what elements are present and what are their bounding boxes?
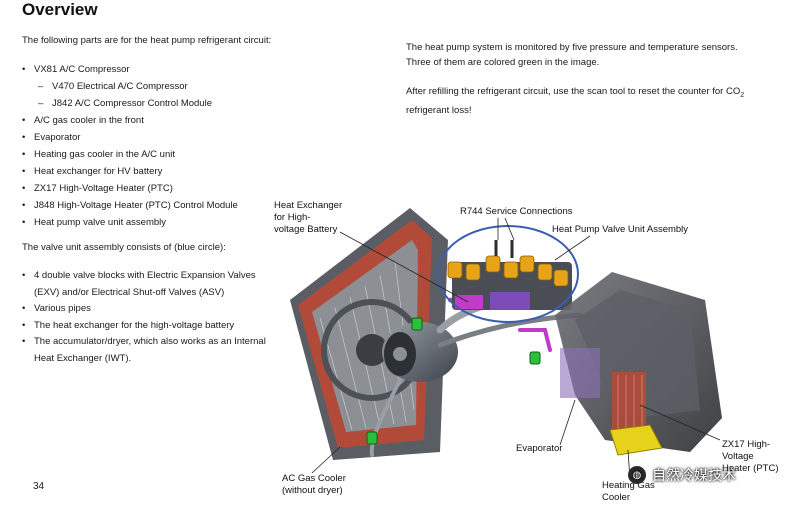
label-r744-service: R744 Service Connections: [460, 206, 573, 217]
leader-lines: [311, 217, 721, 481]
label-evaporator: Evaporator: [516, 443, 563, 454]
list-item: •Various pipes: [22, 303, 91, 314]
label-heat-exchanger: Heat Exchanger for High- voltage Battery: [274, 200, 343, 235]
refill-note: After refilling the refrigerant circuit,…: [406, 86, 745, 116]
list-item: •Evaporator: [22, 132, 81, 143]
ac-gas-cooler-shape: [290, 208, 448, 460]
list-item: •ZX17 High-Voltage Heater (PTC): [22, 183, 173, 194]
list-item: •VX81 A/C Compressor: [22, 64, 130, 75]
list-item: –V470 Electrical A/C Compressor: [38, 81, 188, 92]
label-ac-gas-cooler: AC Gas Cooler (without dryer): [282, 473, 346, 496]
label-valve-unit: Heat Pump Valve Unit Assembly: [552, 224, 689, 235]
ac-unit-shape: [555, 272, 722, 456]
intro-text: The following parts are for the heat pum…: [22, 35, 272, 46]
page-number: 34: [33, 481, 45, 492]
list-item: •Heating gas cooler in the A/C unit: [22, 149, 176, 160]
list-item: •Heat exchanger for HV battery: [22, 166, 163, 177]
valve-list: •4 double valve blocks with Electric Exp…: [22, 268, 270, 367]
list-item: –J842 A/C Compressor Control Module: [38, 98, 212, 109]
page-title: Overview: [22, 0, 98, 19]
sensor-note: The heat pump system is monitored by fiv…: [406, 42, 738, 68]
valve-unit-shape: [447, 240, 572, 310]
list-item: •A/C gas cooler in the front: [22, 115, 144, 126]
wechat-icon: ◍: [628, 466, 646, 484]
parts-list: •VX81 A/C Compressor –V470 Electrical A/…: [22, 61, 238, 231]
list-item: •J848 High-Voltage Heater (PTC) Control …: [22, 200, 238, 211]
label-zx17-heater: ZX17 High- Voltage Heater (PTC): [722, 439, 779, 474]
valve-heading: The valve unit assembly consists of (blu…: [22, 242, 226, 253]
list-item: •Heat pump valve unit assembly: [22, 217, 167, 228]
list-item: •4 double valve blocks with Electric Exp…: [22, 270, 256, 298]
watermark: ◍ 自然冷媒技术: [628, 465, 736, 485]
compressor-shape: [382, 322, 458, 382]
list-item: •The heat exchanger for the high-voltage…: [22, 319, 235, 331]
list-item: •The accumulator/dryer, which also works…: [22, 336, 266, 364]
pressure-sensors: [366, 317, 541, 445]
label-heating-gas-cooler: Heating Gas Cooler: [602, 480, 655, 503]
